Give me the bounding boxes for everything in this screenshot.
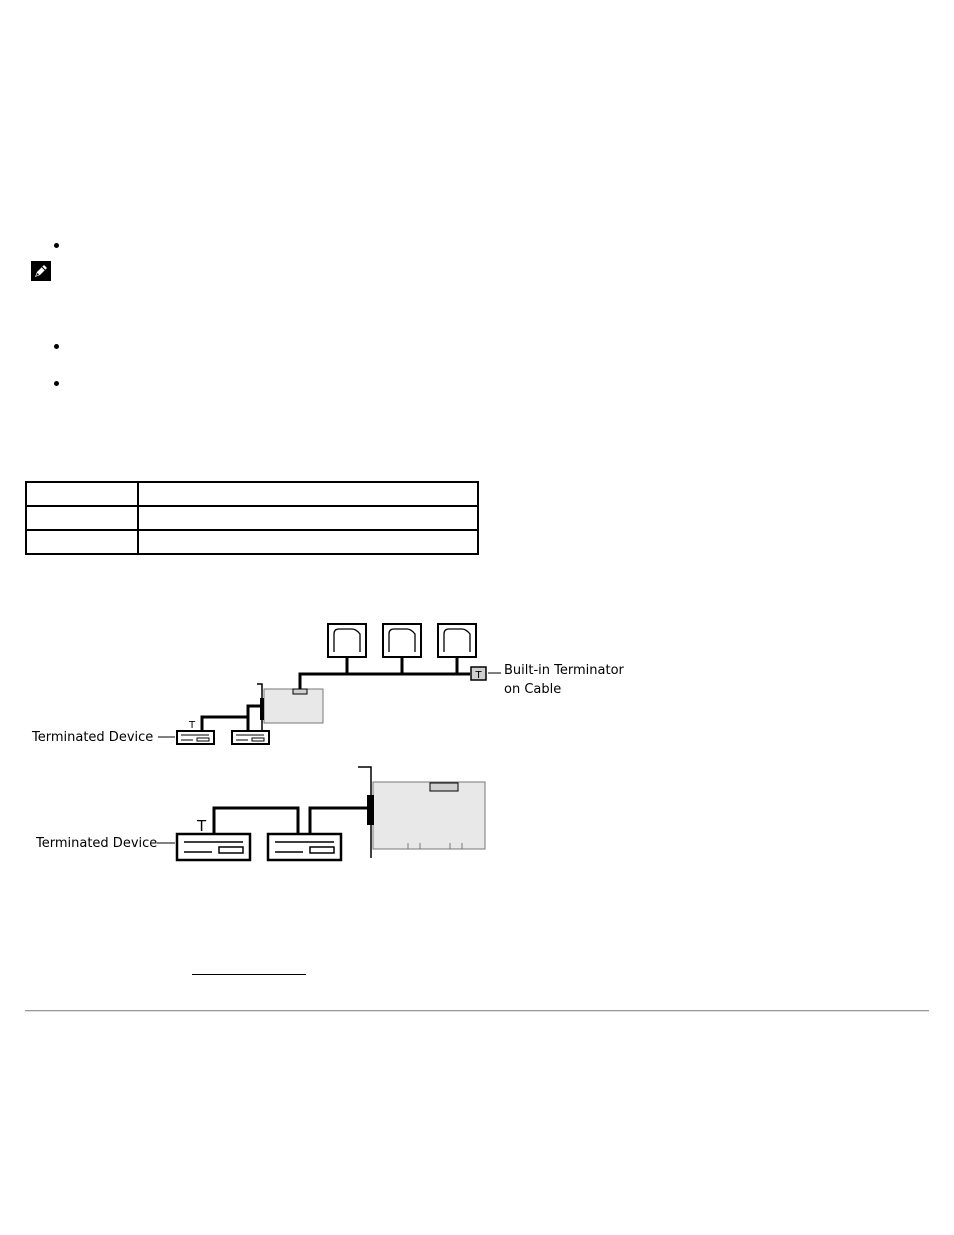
terminated-device xyxy=(176,730,215,745)
drive-bay xyxy=(382,623,422,674)
table-cell xyxy=(137,481,479,507)
link[interactable] xyxy=(192,956,306,975)
note-pencil-icon xyxy=(31,261,51,281)
drive-bay xyxy=(327,623,367,674)
terminated-device xyxy=(175,832,252,862)
bullet xyxy=(54,243,59,248)
top-diagram: T Built-in Terminator on Cable T T xyxy=(31,623,625,745)
table-cell xyxy=(25,481,139,507)
controller-card xyxy=(358,766,486,858)
table-cell xyxy=(137,529,479,555)
scsi-termination-diagram: T Built-in Terminator on Cable T T xyxy=(31,623,625,862)
table-cell xyxy=(137,505,479,531)
terminated-device-label: Terminated Device xyxy=(31,730,153,745)
terminator-glyph: T xyxy=(474,670,482,681)
bullet xyxy=(54,381,59,386)
controller-card xyxy=(257,683,324,731)
terminator-label-2: on Cable xyxy=(504,682,561,697)
table-row xyxy=(25,529,479,555)
drive-bay xyxy=(437,623,477,674)
table-cell xyxy=(25,529,139,555)
table-row xyxy=(25,505,479,531)
info-table xyxy=(25,481,479,555)
terminator-block xyxy=(470,666,487,681)
t-mark: T xyxy=(188,720,196,731)
t-mark: T xyxy=(196,817,207,835)
table-row xyxy=(25,481,479,507)
bullet xyxy=(54,344,59,349)
terminator-label: Built-in Terminator xyxy=(504,663,625,678)
device xyxy=(231,730,270,745)
terminated-device-label: Terminated Device xyxy=(35,836,157,851)
table-cell xyxy=(25,505,139,531)
divider xyxy=(25,1010,929,1012)
bottom-diagram: T Terminated Device xyxy=(35,766,486,862)
device xyxy=(266,832,343,862)
